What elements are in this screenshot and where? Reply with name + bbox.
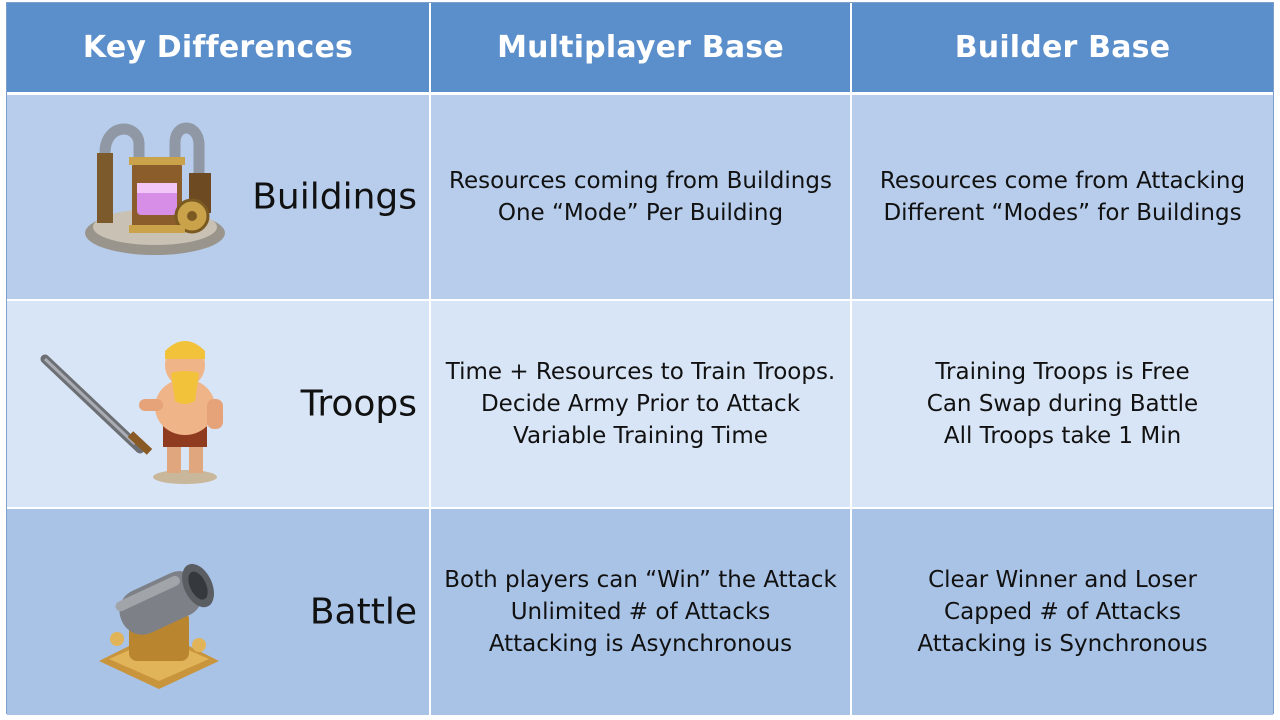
multiplayer-cell: Resources coming from Buildings One “Mod…: [429, 95, 850, 299]
cell-line: Clear Winner and Loser: [928, 567, 1197, 593]
builder-cell: Training Troops is Free Can Swap during …: [850, 301, 1273, 507]
cell-line: Capped # of Attacks: [944, 599, 1181, 625]
elixir-collector-icon: [77, 113, 227, 263]
row-label: Battle: [309, 591, 417, 633]
cell-line: Resources come from Attacking: [879, 168, 1246, 194]
multiplayer-cell: Both players can “Win” the Attack Unlimi…: [429, 509, 850, 715]
builder-cell: Resources come from Attacking Different …: [850, 95, 1273, 299]
row-label-cell: Battle: [7, 509, 429, 715]
cell-line: Time + Resources to Train Troops.: [445, 359, 836, 385]
cell-line: Can Swap during Battle: [926, 391, 1199, 417]
table-row-buildings: Buildings Resources coming from Building…: [7, 95, 1273, 301]
cell-line: Training Troops is Free: [935, 359, 1190, 385]
cell-lines: Clear Winner and Loser Capped # of Attac…: [852, 564, 1273, 660]
builder-cell: Clear Winner and Loser Capped # of Attac…: [850, 509, 1273, 715]
header-builder-base: Builder Base: [850, 3, 1273, 92]
table-row-troops: Troops Time + Resources to Train Troops.…: [7, 301, 1273, 509]
row-label: Troops: [300, 383, 417, 425]
cell-line: Different “Modes” for Buildings: [883, 200, 1242, 226]
barbarian-icon: [35, 329, 235, 489]
cell-line: Decide Army Prior to Attack: [480, 391, 801, 417]
cell-lines: Resources come from Attacking Different …: [852, 165, 1273, 229]
header-multiplayer-base: Multiplayer Base: [429, 3, 850, 92]
cell-line: Unlimited # of Attacks: [510, 599, 771, 625]
header-key-differences: Key Differences: [7, 3, 429, 92]
header-label: Builder Base: [954, 30, 1171, 65]
header-label: Key Differences: [82, 30, 354, 65]
cell-lines: Training Troops is Free Can Swap during …: [852, 356, 1273, 452]
header-label: Multiplayer Base: [497, 30, 784, 65]
cell-lines: Both players can “Win” the Attack Unlimi…: [431, 564, 850, 660]
cell-line: Attacking is Synchronous: [917, 631, 1208, 657]
row-label-cell: Troops: [7, 301, 429, 507]
cell-line: Resources coming from Buildings: [449, 168, 832, 194]
comparison-table: Key Differences Multiplayer Base Builder…: [6, 2, 1274, 715]
cannon-icon: [89, 551, 229, 691]
cell-line: All Troops take 1 Min: [943, 423, 1182, 449]
cell-line: Variable Training Time: [513, 423, 768, 449]
multiplayer-cell: Time + Resources to Train Troops. Decide…: [429, 301, 850, 507]
cell-lines: Resources coming from Buildings One “Mod…: [431, 165, 850, 229]
row-label: Buildings: [252, 176, 417, 218]
cell-line: One “Mode” Per Building: [497, 200, 784, 226]
cell-line: Both players can “Win” the Attack: [444, 567, 837, 593]
row-label-cell: Buildings: [7, 95, 429, 299]
cell-lines: Time + Resources to Train Troops. Decide…: [431, 356, 850, 452]
table-header-row: Key Differences Multiplayer Base Builder…: [7, 3, 1273, 95]
table-row-battle: Battle Both players can “Win” the Attack…: [7, 509, 1273, 715]
cell-line: Attacking is Asynchronous: [488, 631, 793, 657]
